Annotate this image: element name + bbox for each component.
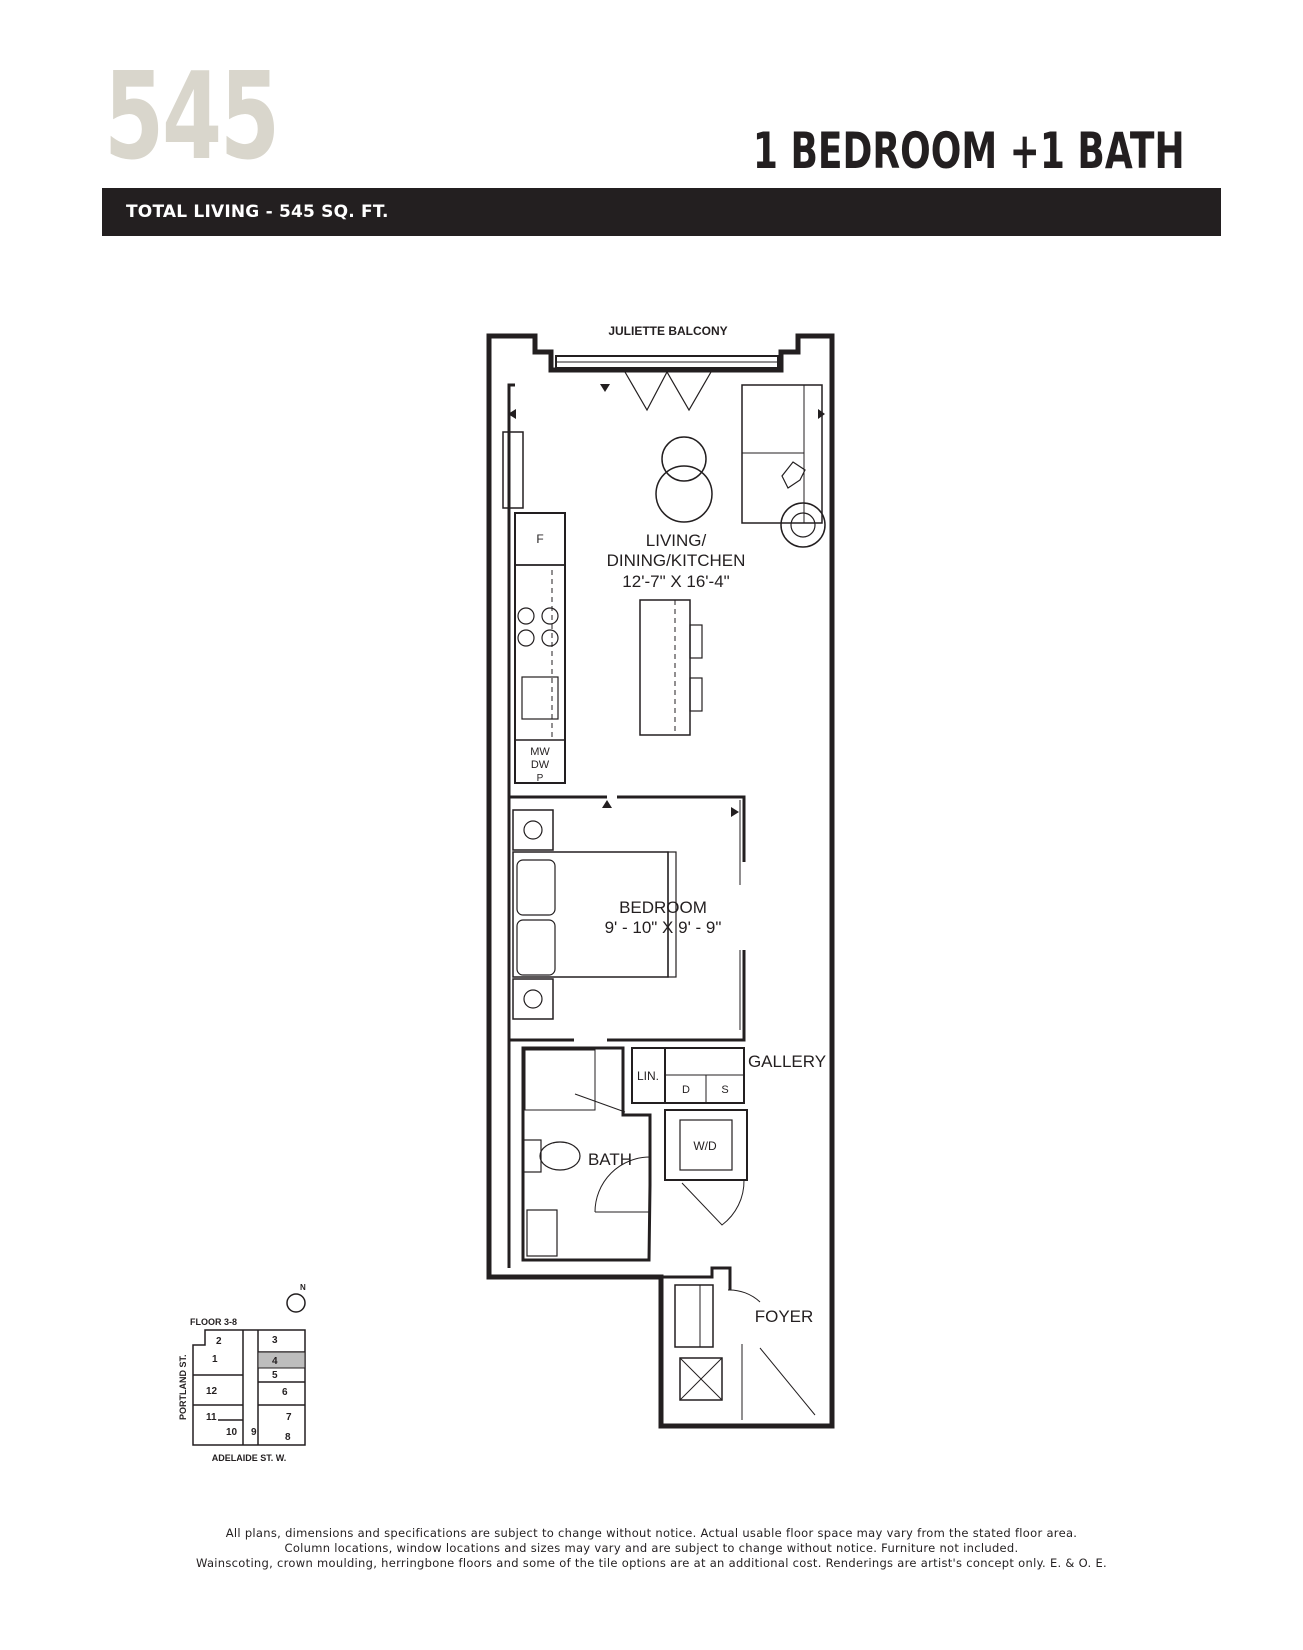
balcony-door-swing [624,370,712,412]
disclaimer-line: Wainscoting, crown moulding, herringbone… [196,1556,1107,1570]
dining-chair [661,436,707,482]
bath-label: BATH [588,1150,632,1169]
dw-label: DW [531,759,550,771]
key-unit-2: 2 [216,1336,222,1347]
balcony-label: JULIETTE BALCONY [608,324,727,338]
pillow [516,919,556,976]
unit-type-title: 1 BEDROOM +1 BATH [753,122,1185,180]
key-unit-7: 7 [286,1412,292,1423]
washer-dryer [664,1109,748,1181]
key-floor-label: FLOOR 3-8 [190,1317,237,1327]
key-unit-4: 4 [272,1356,278,1367]
nightstand [512,978,554,1020]
p-label: P [537,773,544,784]
key-unit-10: 10 [226,1427,238,1438]
unit-number: 545 [104,48,280,187]
washer-dryer-label: W/D [693,1139,717,1153]
shower [524,1049,596,1111]
drawer-s-label: S [721,1084,728,1096]
key-unit-11: 11 [206,1412,217,1423]
side-table [780,502,826,548]
fridge-label: F [536,532,543,546]
key-unit-1: 1 [212,1354,218,1365]
linen-label: LIN. [637,1069,659,1083]
appliance-block [514,739,566,784]
bedroom-dimensions: 9' - 10" X 9' - 9" [605,918,722,937]
key-unit-6: 6 [282,1387,288,1398]
nightstand [512,809,554,851]
key-unit-9: 9 [251,1427,257,1438]
key-unit-3: 3 [272,1335,278,1346]
disclaimer-line: All plans, dimensions and specifications… [225,1526,1078,1540]
living-dimensions: 12'-7" X 16'-4" [622,572,729,591]
mw-label: MW [530,746,550,758]
living-label-line1: LIVING/ [646,531,707,550]
stool [689,677,703,712]
exterior-wall [486,333,835,1429]
disclaimer-line: Column locations, window locations and s… [284,1541,1019,1555]
toilet [522,1139,542,1173]
total-living-bar: TOTAL LIVING - 545 SQ. FT. [102,188,1221,236]
bedroom-label: BEDROOM [619,898,707,917]
vanity [526,1209,558,1257]
interior-wall-left [507,383,515,1268]
gallery-label: GALLERY [748,1052,826,1071]
dining-table [655,465,713,523]
media-unit [502,431,524,509]
section-arrow [600,384,610,392]
foyer-label: FOYER [755,1307,814,1326]
kitchen-island [639,599,691,736]
pillow [516,859,556,916]
bath-door-swing [594,1156,651,1213]
key-plan-highlight [257,1351,306,1369]
total-living-text: TOTAL LIVING - 545 SQ. FT. [126,202,389,222]
stool [689,624,703,659]
living-label-line2: DINING/KITCHEN [607,551,746,570]
laundry-door-swing [681,1179,745,1226]
key-unit-12: 12 [206,1386,218,1397]
key-street-bottom: ADELAIDE ST. W. [212,1453,287,1463]
sofa [741,384,823,524]
key-unit-8: 8 [285,1432,291,1443]
entry-door-swing [741,1344,816,1420]
key-plan [192,1293,306,1446]
drawer-d-label: D [682,1084,690,1096]
mechanical-shaft [679,1357,723,1401]
key-unit-5: 5 [272,1370,278,1381]
cooktop-burner [517,607,535,625]
disclaimer: All plans, dimensions and specifications… [0,1526,1303,1571]
key-street-left: PORTLAND ST. [178,1354,188,1420]
bath-wall [521,1046,652,1262]
key-north-label: N [300,1283,306,1292]
kitchen-counter [514,512,566,784]
kitchen-sink [521,676,559,720]
foyer-closet [674,1284,714,1348]
